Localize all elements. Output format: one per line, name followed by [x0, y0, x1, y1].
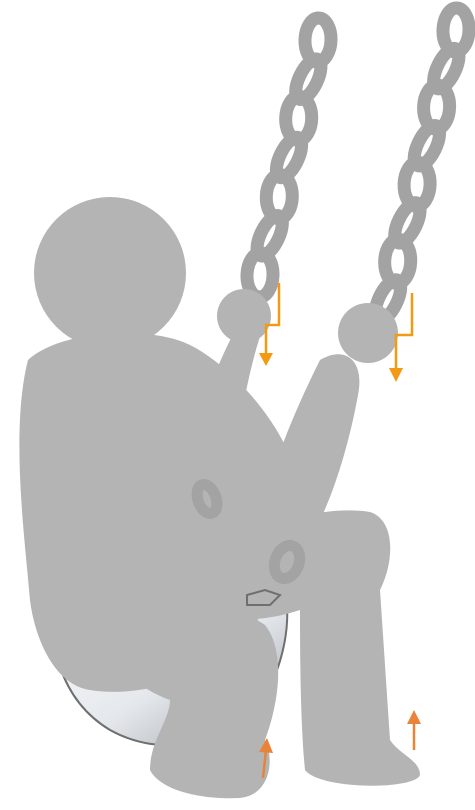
arrow-down-icon: [389, 368, 403, 382]
foot-arrow-right: [407, 710, 421, 750]
arrow-down-icon: [259, 353, 273, 366]
left-hand: [217, 289, 271, 343]
left-chain: [246, 18, 331, 298]
arrow-up-icon: [407, 710, 421, 724]
right-chain: [370, 8, 470, 324]
head: [34, 197, 186, 349]
right-hand: [338, 303, 398, 363]
